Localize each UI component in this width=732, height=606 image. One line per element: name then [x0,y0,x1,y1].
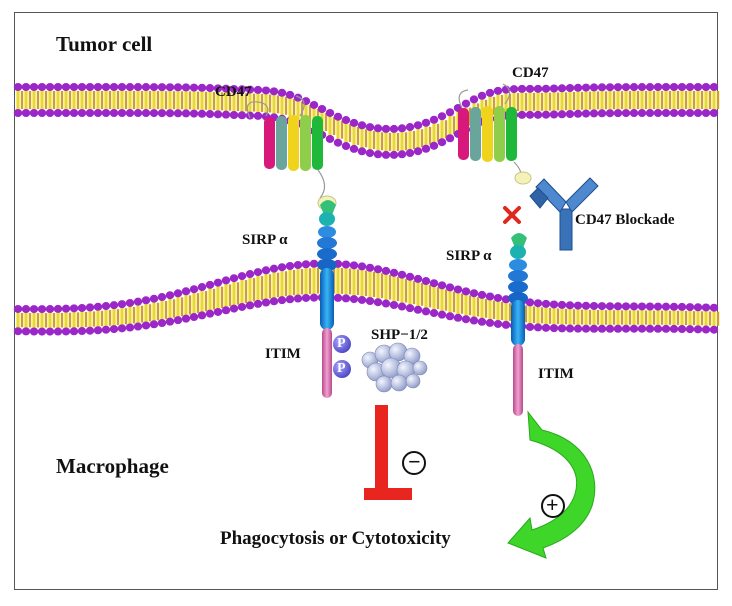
itim-label-right: ITIM [538,366,574,382]
minus-sign: − [408,449,421,474]
phosphate-group-1 [333,335,351,353]
negative-sign-circle [402,451,426,475]
tumor-cell-membrane [13,83,720,159]
sirp-alpha-label-right: SIRP α [446,248,492,264]
positive-sign-circle [541,494,565,518]
sirp-alpha-receptor-right [508,233,528,416]
phosphate-label-1: P [337,336,346,351]
sirp-alpha-label-left: SIRP α [242,232,288,248]
sirp-alpha-receptor-left [317,200,337,398]
plus-sign: + [546,492,559,517]
cd47-protein-left [246,95,337,211]
cd47-label-right: CD47 [512,65,549,81]
activation-arrow [507,410,596,559]
tumor-cell-label: Tumor cell [56,32,153,56]
shp-1-2-label: SHP−1/2 [371,327,428,343]
cd47-blockade-label: CD47 Blockade [575,212,675,228]
phosphate-label-2: P [337,361,346,376]
block-x-mark [503,206,521,224]
cd47-protein-right [458,83,532,185]
cd47-blockade-antibody [529,177,599,251]
macrophage-membrane [13,259,720,336]
shp-1-2-cluster [361,342,428,393]
outcome-label: Phagocytosis or Cytotoxicity [220,528,451,549]
cd47-label-left: CD47 [215,84,252,100]
phosphate-group-2 [333,360,351,378]
inhibition-arrow [364,405,412,500]
macrophage-label: Macrophage [56,454,169,478]
itim-label-left: ITIM [265,346,301,362]
